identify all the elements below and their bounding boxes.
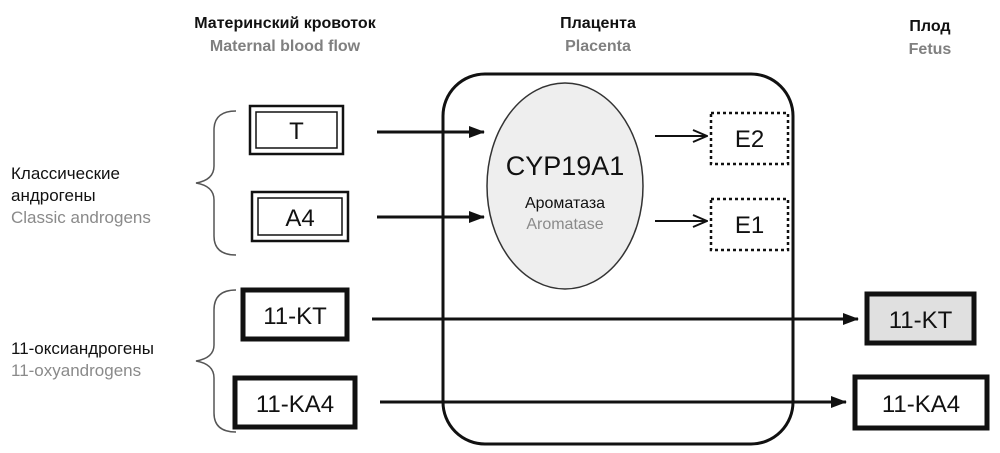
maternal-box-t: T	[248, 104, 345, 156]
placenta-container	[441, 72, 795, 446]
oxyandrogens-label-en: 11-oxyandrogens	[11, 361, 141, 380]
fetal-box-11kt: 11-KT	[864, 291, 977, 346]
maternal-box-a4: A4	[250, 190, 350, 243]
placenta-header-ru: Плацента	[560, 15, 636, 32]
maternal-box-11ka4-label: 11-KA4	[256, 391, 334, 418]
enzyme-name-en: Aromatase	[526, 216, 603, 233]
product-box-e1: E1	[709, 197, 790, 252]
oxyandrogens-label-ru: 11-оксиандрогены	[11, 339, 154, 358]
fetal-box-11kt-label: 11-KT	[889, 307, 953, 334]
classic-androgens-brace	[195, 110, 237, 256]
fetal-box-11ka4: 11-KA4	[852, 374, 990, 431]
oxyandrogens-brace	[195, 289, 237, 433]
maternal-box-t-label: T	[289, 118, 304, 145]
fetus-header-en: Fetus	[909, 41, 952, 58]
maternal-box-11kt: 11-KT	[240, 287, 350, 342]
product-box-e1-label: E1	[735, 212, 764, 239]
fetal-box-11ka4-label: 11-KA4	[882, 391, 960, 418]
enzyme-name: CYP19A1	[506, 151, 625, 181]
placenta-header-en: Placenta	[565, 38, 631, 55]
classic-androgens-label-en: Classic androgens	[11, 208, 151, 227]
product-box-e2-label: E2	[735, 126, 764, 153]
cyp19a1-ellipse	[486, 82, 644, 290]
classic-androgens-label-ru-1: Классические	[11, 164, 120, 183]
maternal-header-en: Maternal blood flow	[210, 38, 361, 55]
maternal-box-11ka4: 11-KA4	[232, 375, 358, 430]
maternal-box-11kt-label: 11-KT	[263, 303, 327, 330]
maternal-box-a4-label: A4	[285, 205, 314, 232]
classic-androgens-label-ru-2: андрогены	[11, 186, 96, 205]
enzyme-name-ru: Ароматаза	[525, 195, 605, 212]
fetus-header-ru: Плод	[909, 18, 950, 35]
maternal-header-ru: Материнский кровоток	[194, 15, 376, 32]
product-box-e2: E2	[709, 111, 790, 166]
